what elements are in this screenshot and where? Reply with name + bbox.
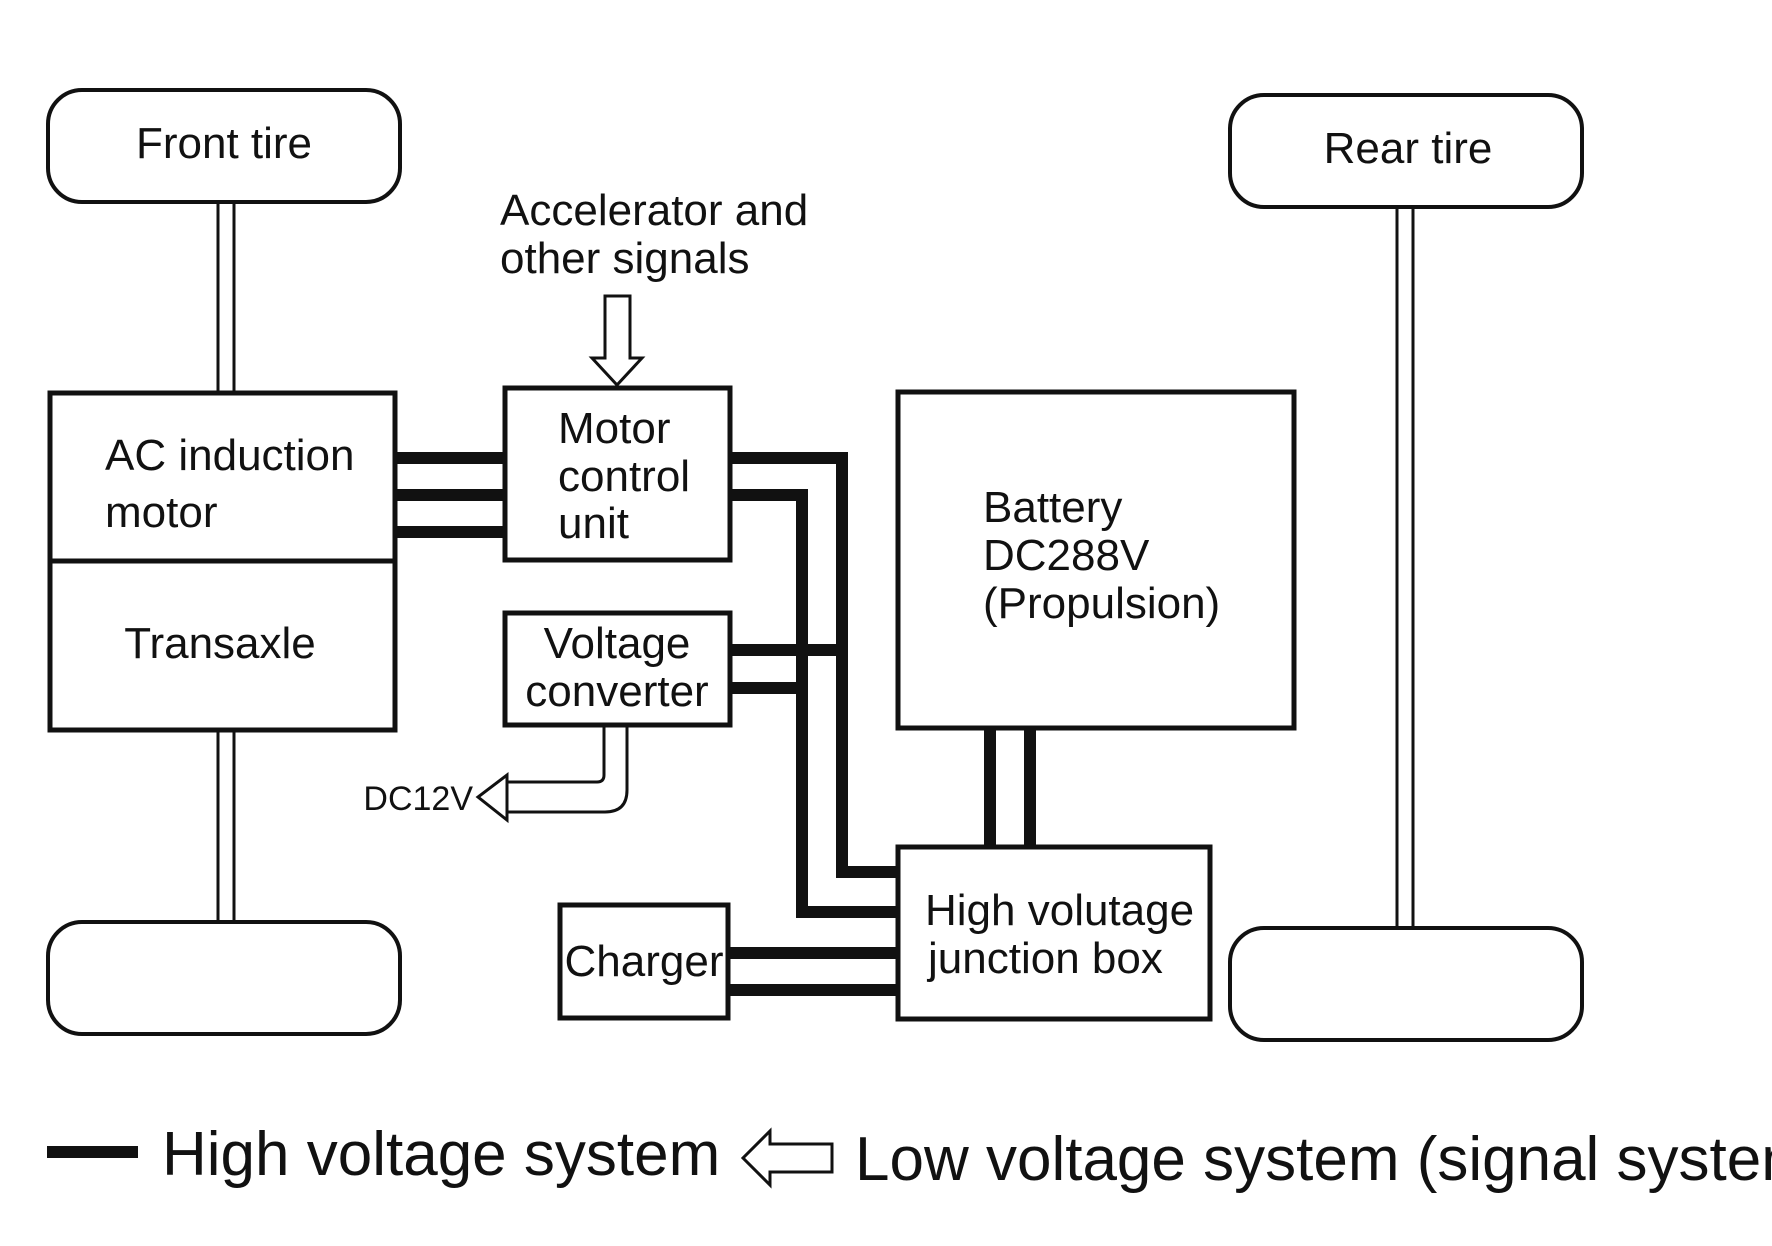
high-voltage-wiring: [395, 452, 1036, 996]
high-voltage-legend-label: High voltage system: [162, 1120, 720, 1189]
low-voltage-legend-arrow: [740, 1127, 834, 1189]
rear-tire: [1228, 93, 1584, 209]
transaxle: [47, 558, 398, 733]
voltage-converter-label-line1: Voltage: [544, 619, 691, 668]
rear-tire-label: Rear tire: [1324, 124, 1493, 173]
dc12v-output-arrow: [475, 727, 629, 824]
junction-box-label-line1: High volutage: [925, 886, 1194, 935]
voltage-converter-label-line2: converter: [525, 667, 708, 716]
voltage-converter: [502, 610, 733, 728]
battery-label-line1: Battery: [983, 483, 1122, 532]
high-voltage-junction-box: [895, 844, 1213, 1022]
front-tire: [46, 88, 402, 204]
junction-box-label-line2: junction box: [926, 934, 1163, 983]
battery-label-line3: (Propulsion): [983, 579, 1220, 628]
charger-label: Charger: [565, 937, 724, 986]
rear-axle: [1395, 208, 1415, 928]
front-tire-bottom: [46, 920, 402, 1036]
low-voltage-legend-label: Low voltage system (signal system): [855, 1125, 1772, 1194]
charger: [557, 902, 731, 1021]
motor-control-unit: [502, 385, 733, 563]
ac-motor-label-line1: AC induction: [105, 431, 354, 480]
accelerator-signal-arrow: [588, 294, 646, 388]
mcu-label-line3: unit: [558, 499, 629, 548]
accelerator-signal-label-line2: other signals: [500, 234, 749, 283]
ac-induction-motor: [47, 390, 398, 564]
dc12v-label: DC12V: [363, 780, 473, 818]
transaxle-label: Transaxle: [124, 619, 316, 668]
battery: [895, 389, 1297, 731]
front-tire-label: Front tire: [136, 119, 312, 168]
ac-motor-label-line2: motor: [105, 488, 217, 537]
mcu-label-line1: Motor: [558, 404, 670, 453]
front-axle: [216, 203, 236, 920]
battery-label-line2: DC288V: [983, 531, 1150, 580]
mcu-label-line2: control: [558, 452, 690, 501]
accelerator-signal-label-line1: Accelerator and: [500, 186, 808, 235]
legend: High voltage system Low voltage system (…: [47, 1120, 1772, 1194]
rear-tire-bottom: [1228, 926, 1584, 1042]
